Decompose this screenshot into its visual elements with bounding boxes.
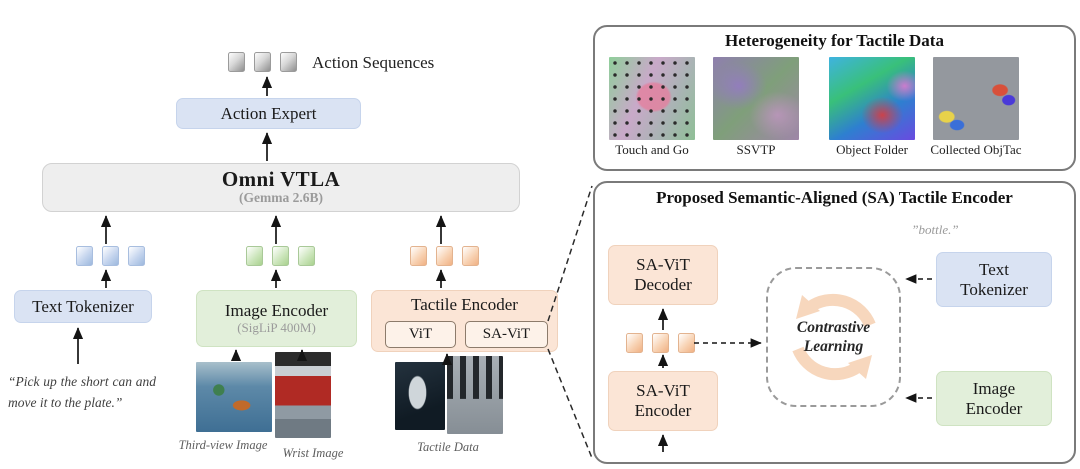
omni-vtla-title: Omni VTLA: [221, 167, 341, 192]
image-token: [246, 246, 263, 266]
action-expert-box: Action Expert: [176, 98, 361, 129]
ssvtp-label: SSVTP: [736, 142, 776, 157]
tactile-token: [436, 246, 453, 266]
touch-and-go-image: [609, 57, 695, 140]
contrastive-learning-label: Contrastive Learning: [796, 318, 871, 355]
text-tokenizer-right-box: Text Tokenizer: [936, 252, 1052, 307]
text-sample-label: ”bottle.”: [911, 222, 959, 237]
sa-vit-encoder-box: SA-ViT Encoder: [608, 371, 718, 431]
image-encoder-box: Image Encoder (SigLiP 400M): [196, 290, 357, 347]
action-token: [228, 52, 245, 72]
action-token: [280, 52, 297, 72]
sa-vit-decoder-box: SA-ViT Decoder: [608, 245, 718, 305]
third-view-image: [196, 362, 272, 432]
text-token-group: [76, 246, 145, 266]
wrist-image-label: Wrist Image: [282, 446, 344, 460]
tactile-data-image-1: [395, 362, 445, 430]
vit-chip: ViT: [385, 321, 456, 348]
image-token: [298, 246, 315, 266]
sa-token: [678, 333, 695, 353]
tactile-token: [462, 246, 479, 266]
action-sequences-label: Action Sequences: [312, 53, 435, 72]
sa-vit-chip: SA-ViT: [465, 321, 548, 348]
text-tokenizer-label: Text Tokenizer: [32, 296, 134, 316]
tactile-token: [410, 246, 427, 266]
tactile-data-image-2: [447, 356, 503, 434]
contrastive-learning-module: Contrastive Learning: [766, 267, 901, 407]
omni-vtla-box: Omni VTLA (Gemma 2.6B): [42, 163, 520, 212]
text-tokenizer-box: Text Tokenizer: [14, 290, 152, 323]
sa-token: [626, 333, 643, 353]
text-token: [128, 246, 145, 266]
image-encoder-right-label: Image Encoder: [965, 378, 1023, 418]
object-folder-image: [829, 57, 915, 140]
action-expert-label: Action Expert: [220, 103, 317, 123]
solid-arrows: [72, 76, 669, 452]
sa-vit-encoder-label: SA-ViT Encoder: [634, 381, 692, 420]
sa-token: [652, 333, 669, 353]
sa-vit-label: SA-ViT: [482, 326, 531, 342]
touch-and-go-label: Touch and Go: [615, 142, 689, 157]
heterogeneity-panel-title: Heterogeneity for Tactile Data: [725, 31, 944, 50]
sa-vit-decoder-label: SA-ViT Decoder: [634, 255, 692, 294]
text-token: [102, 246, 119, 266]
wrist-image: [275, 352, 331, 438]
collected-objtac-label: Collected ObjTac: [930, 142, 1022, 157]
sa-token-group: [626, 333, 695, 353]
tactile-data-label: Tactile Data: [417, 440, 479, 454]
image-encoder-sublabel: (SigLiP 400M): [237, 320, 316, 336]
collected-objtac-image: [933, 57, 1019, 140]
object-folder-label: Object Folder: [836, 142, 908, 157]
instruction-quote: “Pick up the short can and move it to th…: [8, 374, 156, 410]
third-view-image-label: Third-view Image: [178, 438, 268, 452]
image-token-group: [246, 246, 315, 266]
cycle-arrows-icon: [791, 293, 876, 381]
tactile-token-group: [410, 246, 479, 266]
action-token-group: [228, 52, 297, 72]
text-tokenizer-right-label: Text Tokenizer: [960, 259, 1028, 299]
image-encoder-right-box: Image Encoder: [936, 371, 1052, 426]
action-token: [254, 52, 271, 72]
text-token: [76, 246, 93, 266]
omni-vtla-subtitle: (Gemma 2.6B): [239, 190, 323, 206]
tactile-encoder-box: Tactile Encoder ViT SA-ViT: [371, 290, 558, 352]
ssvtp-image: [713, 57, 799, 140]
tactile-encoder-label: Tactile Encoder: [411, 295, 518, 314]
image-token: [272, 246, 289, 266]
vit-label: ViT: [408, 326, 433, 342]
sa-encoder-panel-title: Proposed Semantic-Aligned (SA) Tactile E…: [656, 188, 1013, 207]
connector-savit-to-panel-bottom: [547, 348, 593, 459]
image-encoder-label: Image Encoder: [224, 300, 329, 320]
